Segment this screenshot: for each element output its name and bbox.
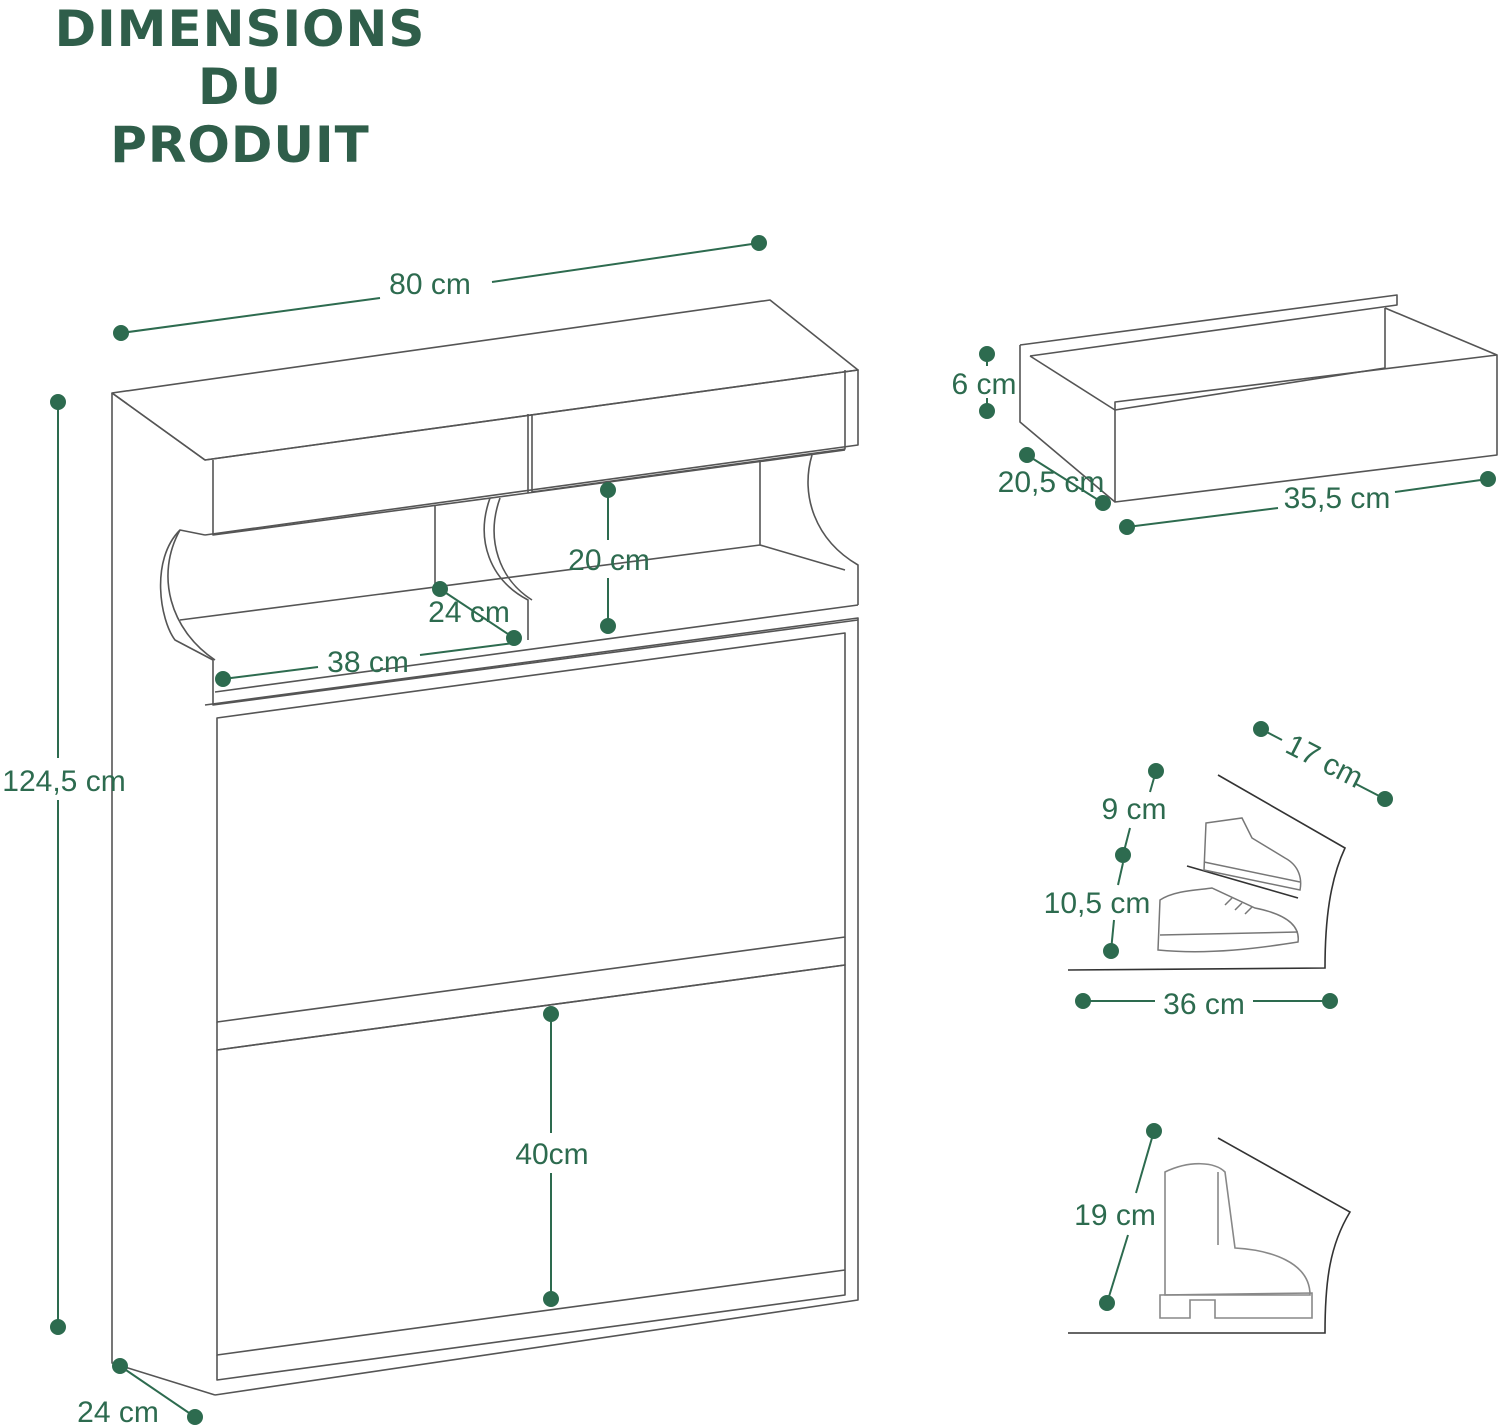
shoe-cabinet-outline <box>111 299 859 1396</box>
boot-compartment-outline <box>1068 1137 1352 1334</box>
label-shoe-height-top: 9 cm <box>1101 793 1166 826</box>
label-depth: 24 cm <box>77 1396 159 1428</box>
label-niche-height: 20 cm <box>568 544 650 577</box>
dimension-lines <box>50 235 1496 1425</box>
label-drawer-width: 35,5 cm <box>1284 482 1391 515</box>
label-drawer-depth: 20,5 cm <box>998 466 1105 499</box>
label-niche-width: 38 cm <box>327 646 409 679</box>
title-line-1: DIMENSIONS DU <box>54 0 426 116</box>
label-boot-height: 19 cm <box>1074 1199 1156 1232</box>
drawer-outline <box>1019 294 1498 503</box>
boot-icon <box>1159 1162 1313 1319</box>
label-niche-depth: 24 cm <box>428 596 510 629</box>
page-title: DIMENSIONS DU PRODUIT <box>30 0 450 174</box>
sneaker-top-icon <box>1203 817 1302 891</box>
label-shoe-height-bottom: 10,5 cm <box>1044 887 1151 920</box>
label-total-height: 124,5 cm <box>2 765 125 798</box>
label-shoe-length: 36 cm <box>1163 988 1245 1021</box>
label-drawer-height: 6 cm <box>951 368 1016 401</box>
label-total-width: 80 cm <box>389 268 471 301</box>
label-compartment-height: 40cm <box>515 1138 588 1171</box>
dimension-labels: 80 cm 124,5 cm 24 cm 20 cm 24 cm 38 cm 4… <box>2 268 1390 1428</box>
title-line-2: PRODUIT <box>110 116 370 174</box>
label-shelf-depth: 17 cm <box>1280 728 1368 794</box>
sneaker-bottom-icon <box>1157 887 1299 953</box>
sneaker-compartment-outline <box>1067 774 1347 971</box>
